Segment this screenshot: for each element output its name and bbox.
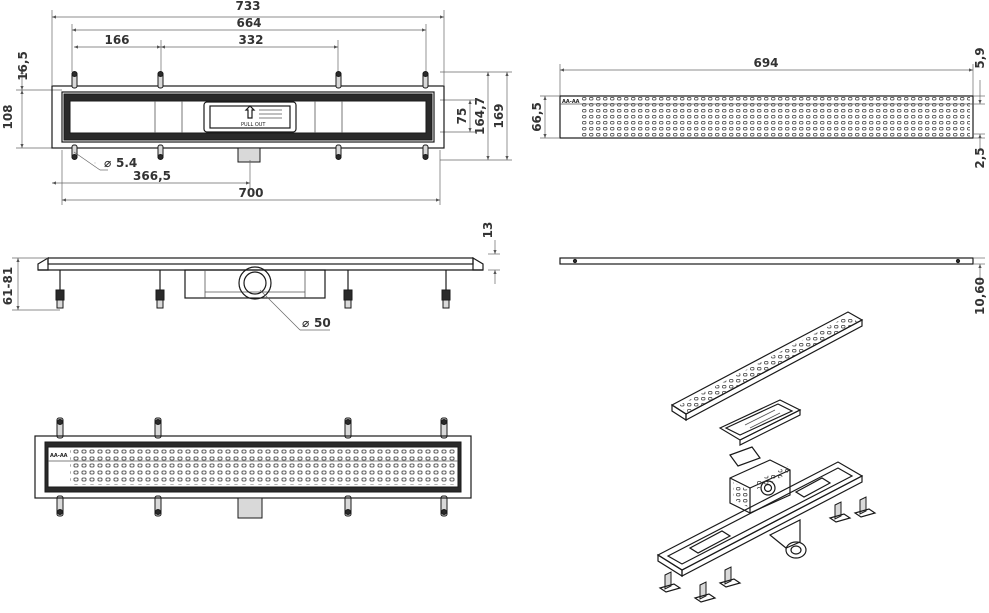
channel-rim	[61, 91, 435, 143]
dim-10-60-label: 10,60	[973, 277, 987, 315]
assembled-view: AA-AA	[34, 417, 472, 519]
dim-5-9-label: 5,9	[973, 47, 987, 68]
assembled-outlet-pipe	[237, 497, 263, 519]
iso-grate	[670, 311, 864, 422]
diameter-symbol-icon: ⌀	[104, 156, 111, 170]
iso-trap-lid	[718, 399, 802, 446]
side-top-rim	[47, 257, 474, 265]
pull-out-arrow-icon	[244, 105, 256, 119]
side-channel-body	[184, 269, 326, 299]
mounting-brackets-bottom	[71, 144, 429, 160]
dim-332-label: 332	[238, 33, 263, 47]
grate-plate	[559, 95, 974, 139]
grate-holes	[580, 97, 970, 137]
grate-brand-logo: AA-AA	[562, 99, 580, 105]
dim-16-5-label: 16,5	[16, 51, 30, 81]
dim-366-5-label: 366,5	[133, 169, 171, 183]
pull-out-label: PULL OUT	[241, 122, 266, 128]
mounting-brackets-top	[71, 71, 429, 89]
grate-side-plate	[559, 257, 974, 265]
iso-trap-body	[729, 459, 791, 514]
assembled-brackets-bottom	[56, 495, 448, 517]
dim-169-label: 169	[492, 103, 506, 128]
iso-legs	[658, 496, 877, 603]
dim-75-label: 75	[455, 108, 469, 125]
side-right-flange	[472, 256, 484, 271]
side-left-flange	[37, 256, 49, 271]
dim-50-label: 50	[314, 316, 331, 330]
dim-164-7-label: 164,7	[473, 97, 487, 135]
dim-13-label: 13	[481, 222, 495, 239]
assembled-brand-logo: AA-AA	[50, 453, 68, 459]
exploded-view	[656, 311, 877, 603]
assembled-grate-holes	[70, 449, 456, 485]
dim-5-4-label: 5.4	[116, 156, 137, 170]
dim-166-label: 166	[104, 33, 129, 47]
iso-flap	[729, 446, 761, 467]
dim-700-label: 700	[238, 186, 263, 200]
dim-694-label: 694	[753, 56, 778, 70]
side-outlet-outer	[238, 266, 272, 300]
dim-733-label: 733	[235, 0, 260, 13]
dim-61-81-label: 61-81	[1, 267, 15, 305]
dim-664-label: 664	[236, 16, 261, 30]
top-view: 733 664 166 332 16,5 108 75 164,7 169	[1, 0, 512, 205]
dim-2-5-label: 2,5	[973, 147, 987, 168]
side-outlet-inner	[243, 271, 267, 295]
iso-channel	[656, 461, 864, 578]
diameter-symbol-50-icon: ⌀	[302, 316, 309, 330]
assembled-brackets-top	[56, 417, 448, 439]
side-view: 13 61-81 ⌀ 50	[1, 222, 500, 331]
side-legs	[55, 270, 451, 309]
trap-housing	[203, 101, 297, 133]
grate-side-view: 10,60	[559, 257, 987, 315]
grate-top-view: 694 AA-AA 66,5 5,9 2,5	[530, 47, 987, 168]
dim-108-label: 108	[1, 104, 15, 129]
outlet-pipe	[237, 147, 261, 163]
dim-66-5-label: 66,5	[530, 102, 544, 132]
